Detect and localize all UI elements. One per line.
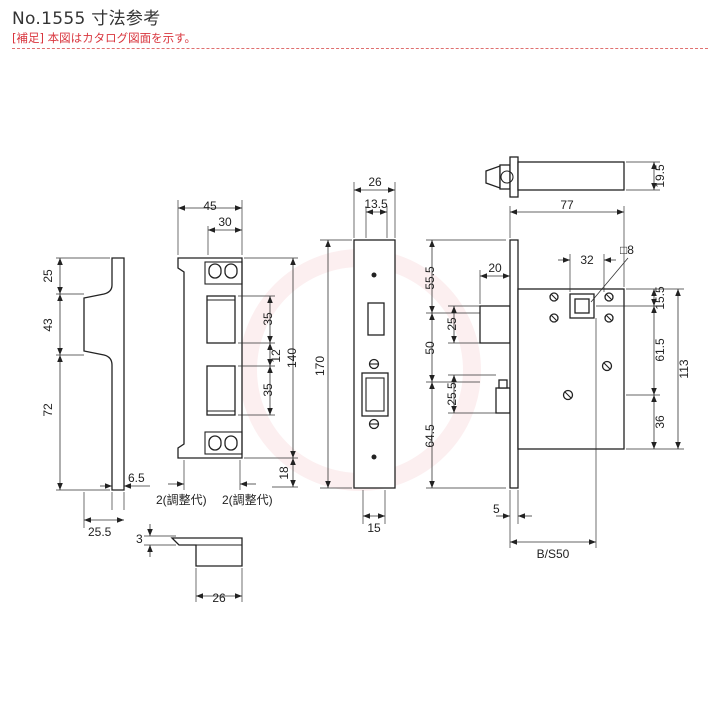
body-dim-depth: 77 [560,198,574,212]
body-dim-r2: 61.5 [653,338,667,362]
strike-dim-opening2: 35 [261,383,275,397]
header: No.1555 寸法参考 [補足] 本図はカタログ図面を示す。 [0,0,720,52]
body-dim-deadbolt: 25.5 [445,382,459,406]
plate-dim-width: 25.5 [88,525,112,539]
faceplate-view [320,182,396,524]
guard-dim-thick: 3 [136,532,143,546]
faceplate-dim-inner: 13.5 [364,197,388,211]
faceplate-dim-bottom: 15 [367,521,381,535]
body-dim-square: □8 [620,243,634,257]
guard-dim-width: 26 [212,591,226,605]
bolt-top-view [485,156,660,198]
guard-view [144,524,243,602]
body-dim-r1: 15.5 [653,286,667,310]
faceplate-dim-width: 26 [368,175,382,189]
strike-dim-opening: 35 [261,312,275,326]
strike-dim-inner: 30 [218,215,232,229]
body-dim-latch: 25 [445,317,459,331]
plate-side-view [56,257,150,528]
body-dim-top: 55.5 [423,266,437,290]
strike-dim-adjust-right: 2(調整代) [222,492,273,507]
lock-body-view [426,206,684,548]
page-title: No.1555 寸法参考 [12,9,161,29]
strike-dim-adjust-left: 2(調整代) [156,492,207,507]
body-dim-backset: B/S50 [537,547,570,561]
plate-dim-bottom: 72 [41,403,55,417]
plate-dim-thick: 6.5 [128,471,145,485]
strike-plate-view [168,200,298,490]
body-dim-height: 113 [677,359,691,378]
strike-dim-width: 45 [203,199,217,213]
body-dim-spindle: 32 [580,253,594,267]
plate-dim-top: 25 [41,269,55,283]
body-dim-r3: 36 [653,415,667,429]
body-dim-projection: 20 [488,261,502,275]
body-dim-center: 50 [423,341,437,355]
strike-dim-height: 140 [285,348,299,368]
strike-dim-offset: 18 [277,466,291,480]
header-divider [12,48,708,49]
faceplate-dim-height: 170 [313,356,327,376]
page-note: [補足] 本図はカタログ図面を示す。 [12,31,196,45]
body-dim-bolt-height: 19.5 [653,164,667,188]
body-dim-face-thick: 5 [493,502,500,516]
plate-dim-mid: 43 [41,318,55,332]
strike-dim-gap: 12 [269,349,283,363]
body-dim-bottom: 64.5 [423,424,437,448]
